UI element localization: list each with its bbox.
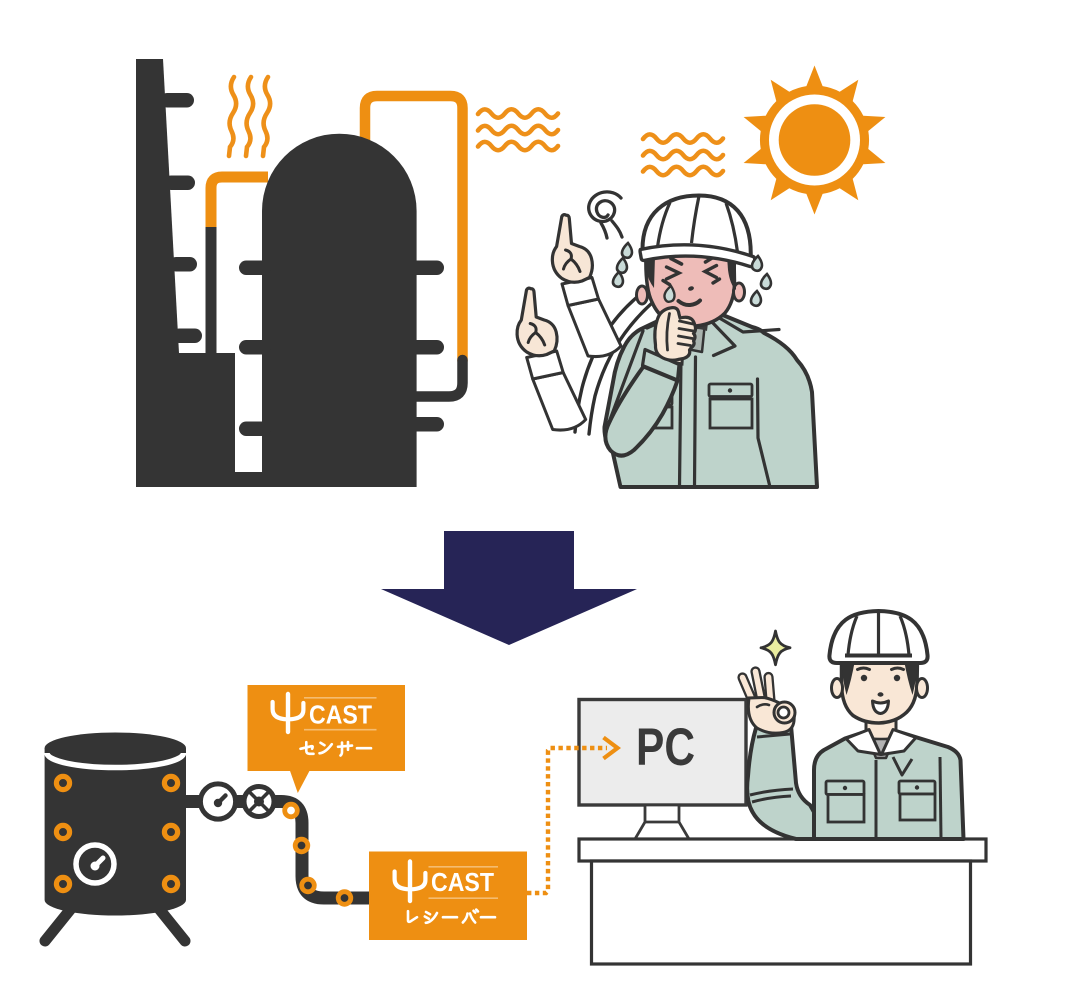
svg-text:CAST: CAST <box>309 700 372 730</box>
svg-text:CAST: CAST <box>431 867 494 897</box>
svg-text:PC: PC <box>636 718 695 777</box>
